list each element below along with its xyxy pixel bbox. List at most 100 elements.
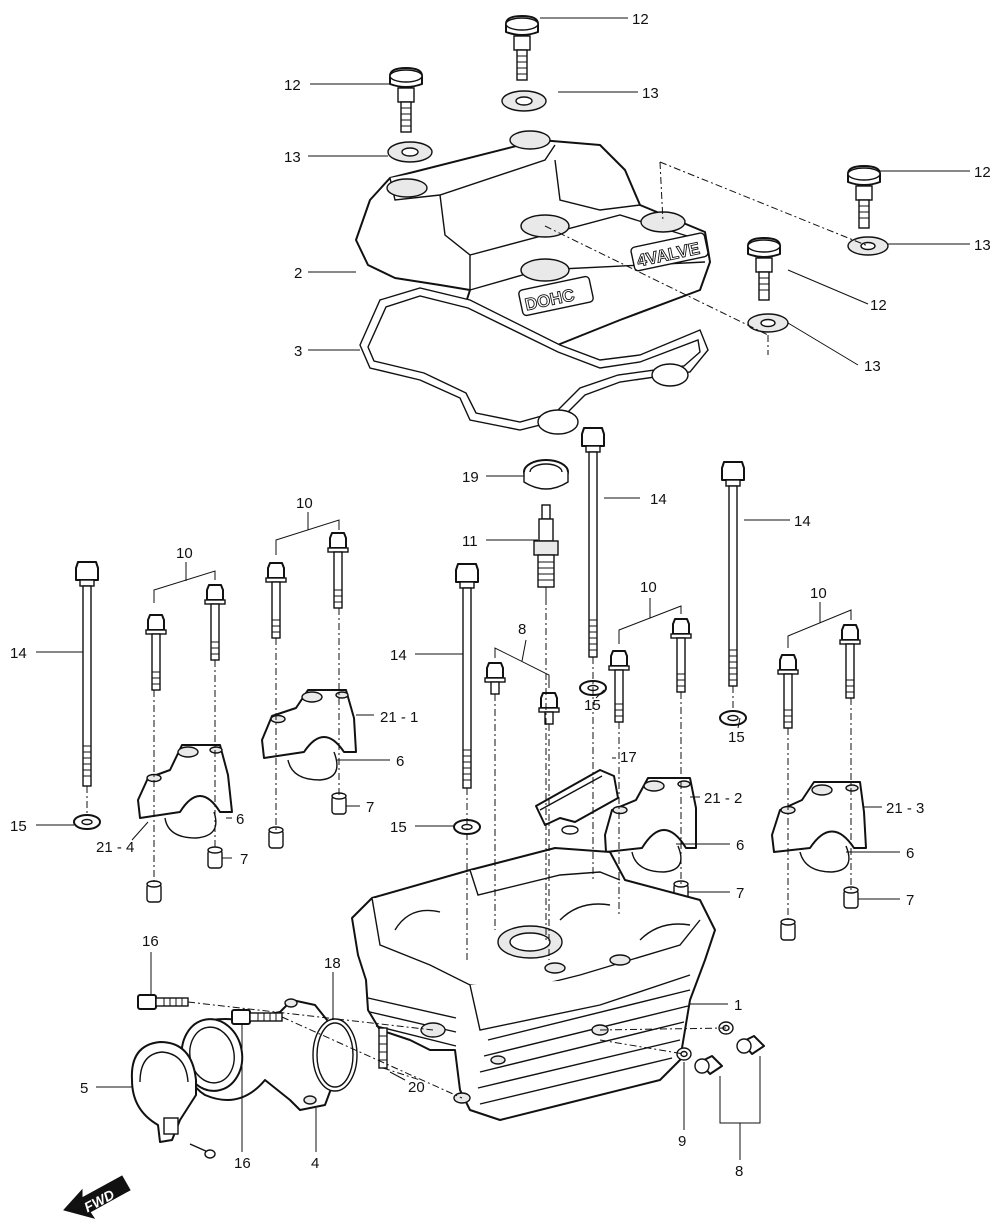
flange-bolt-8-a xyxy=(484,662,506,695)
o-ring-18 xyxy=(312,1018,358,1092)
callout-16-a: 16 xyxy=(142,933,159,950)
callout-7-d: 7 xyxy=(906,892,914,909)
cylinder-head-cover: DOHC 4VALVE xyxy=(355,130,711,351)
callout-21-1: 21 - 1 xyxy=(380,709,418,726)
cam-holder-21-4 xyxy=(137,744,233,819)
long-bolt-14-b xyxy=(455,563,479,789)
callout-13-top: 13 xyxy=(642,85,659,102)
callout-13-right: 13 xyxy=(974,237,991,254)
flange-bolt-10-b xyxy=(204,584,226,661)
circlip-6-b xyxy=(287,751,338,781)
long-bolt-14-d xyxy=(721,461,745,687)
callout-17: 17 xyxy=(620,749,637,766)
callout-18: 18 xyxy=(324,955,341,972)
flange-bolt-10-h xyxy=(839,624,861,699)
flange-bolt-10-c xyxy=(265,562,287,639)
callout-11: 11 xyxy=(462,533,478,550)
circlip-6-c xyxy=(631,845,682,873)
callout-20: 20 xyxy=(408,1079,425,1096)
cover-boss xyxy=(520,258,570,282)
callout-10-d: 10 xyxy=(810,585,827,602)
callout-15-d: 15 xyxy=(728,729,745,746)
plug-seal-19 xyxy=(523,459,569,490)
dowel-pin-7-d xyxy=(268,826,284,849)
long-bolt-14-c xyxy=(581,427,605,658)
callout-8-top: 8 xyxy=(518,621,526,638)
callout-6-d: 6 xyxy=(906,845,914,862)
callout-13-left: 13 xyxy=(284,149,301,166)
callout-3: 3 xyxy=(294,343,302,360)
callout-14-d: 14 xyxy=(794,513,811,530)
callout-12-left: 12 xyxy=(284,77,301,94)
washer-13-b xyxy=(387,141,433,163)
callout-14-a: 14 xyxy=(10,645,27,662)
callout-2: 2 xyxy=(294,265,302,282)
callout-10-c: 10 xyxy=(640,579,657,596)
callout-10-b: 10 xyxy=(296,495,313,512)
dowel-pin-7-a xyxy=(207,846,223,869)
dowel-pin-7-b xyxy=(146,880,162,903)
callout-1: 1 xyxy=(734,997,742,1014)
dohc-plate xyxy=(518,275,594,317)
circlip-6-d xyxy=(799,845,850,873)
callout-7-c: 7 xyxy=(736,885,744,902)
circlip-6-a xyxy=(164,811,217,839)
washer-13-d xyxy=(747,313,789,333)
flange-bolt-10-g xyxy=(777,654,799,729)
cover-bolt-c xyxy=(847,165,881,229)
dowel-pin-7-h xyxy=(780,918,796,941)
callout-15-c: 15 xyxy=(584,697,601,714)
callout-14-b: 14 xyxy=(390,647,407,664)
callout-15-a: 15 xyxy=(10,818,27,835)
washer-13-c xyxy=(847,236,889,256)
callout-6-b: 6 xyxy=(396,753,404,770)
forward-direction-arrow: FWD xyxy=(63,1175,131,1219)
callout-12-right: 12 xyxy=(974,164,991,181)
cover-boss xyxy=(386,178,428,198)
gasket-plug xyxy=(537,409,579,435)
dowel-pin-7-g xyxy=(843,886,859,909)
callout-16-b: 16 xyxy=(234,1155,251,1172)
callout-7-a: 7 xyxy=(240,851,248,868)
clamp-screw xyxy=(189,1143,216,1159)
long-bolt-14-a xyxy=(75,561,99,787)
callout-21-4: 21 - 4 xyxy=(96,839,134,856)
flange-bolt-10-f xyxy=(670,618,692,693)
callout-6-c: 6 xyxy=(736,837,744,854)
callout-15-b: 15 xyxy=(390,819,407,836)
callout-4: 4 xyxy=(311,1155,319,1172)
callout-21-3: 21 - 3 xyxy=(886,800,924,817)
chain-guide-17 xyxy=(535,769,619,835)
callout-14-c: 14 xyxy=(650,491,667,508)
flange-bolt-10-a xyxy=(145,614,167,691)
side-bolt-8-b xyxy=(694,1055,723,1075)
bolt-16-a xyxy=(137,994,189,1010)
callout-21-2: 21 - 2 xyxy=(704,790,742,807)
spark-plug-11 xyxy=(533,504,559,598)
callout-7-b: 7 xyxy=(366,799,374,816)
intake-pipe-4 xyxy=(180,998,339,1111)
callout-12-top: 12 xyxy=(632,11,649,28)
side-bolt-8-a xyxy=(736,1035,765,1055)
flange-bolt-8-b xyxy=(538,692,560,725)
flange-bolt-10-d xyxy=(327,532,349,609)
cover-bolt-a xyxy=(505,15,539,81)
cover-bolt-d xyxy=(747,237,781,301)
cam-holder-21-2 xyxy=(604,777,697,853)
callout-12-mid: 12 xyxy=(870,297,887,314)
cover-gasket xyxy=(359,287,709,435)
cover-boss xyxy=(509,130,551,150)
callout-10-a: 10 xyxy=(176,545,193,562)
callout-5: 5 xyxy=(80,1080,88,1097)
cover-bolt-b xyxy=(389,67,423,133)
bolt-16-b xyxy=(231,1009,283,1025)
4valve-plate xyxy=(630,232,709,272)
washer-15-a xyxy=(73,814,101,830)
cylinder-head xyxy=(351,847,716,1121)
dowel-pin-7-c xyxy=(331,792,347,815)
gasket-plug xyxy=(651,363,689,387)
washer-15-d xyxy=(719,710,747,726)
callout-19: 19 xyxy=(462,469,479,486)
